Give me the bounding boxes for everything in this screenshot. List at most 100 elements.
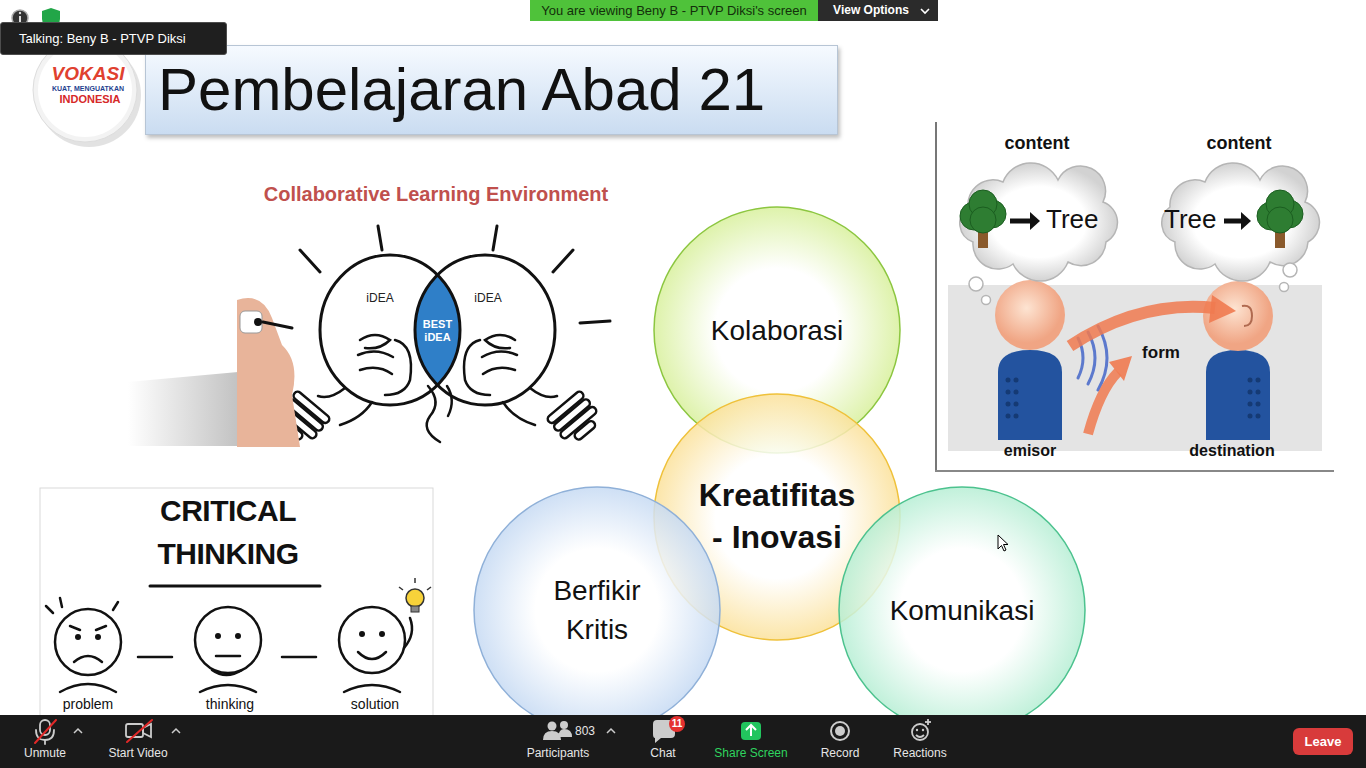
video-icon: [127, 720, 152, 742]
lightbulb-icon: [399, 578, 431, 590]
communication-illustration: [1248, 390, 1253, 395]
participants-icon: [560, 721, 568, 729]
skill-circle-outline: [839, 487, 1085, 715]
toolbar-icons: [916, 729, 918, 731]
thought-cloud: contentTree: [1150, 125, 1328, 309]
critical-thinking-illustration: [379, 631, 385, 637]
toolbar-label: Record: [821, 746, 860, 760]
critical-thinking-illustration: [75, 634, 81, 640]
toolbar-label: Share Screen: [714, 746, 787, 760]
critical-thinking-illustration: [358, 652, 386, 659]
critical-thinking-illustration: [70, 626, 106, 630]
idea-bulbs-illustration: [573, 420, 597, 442]
leave-button: Leave: [1293, 728, 1353, 755]
arrow-symbol: [1224, 212, 1251, 230]
communication-illustration: [935, 122, 1334, 472]
notification-badge-text: 11: [668, 719, 686, 729]
arrow-symbol: [1224, 219, 1243, 224]
cloud-text: content: [948, 133, 1126, 154]
logo-tagline: KUAT, MENGUATKAN: [52, 85, 124, 93]
critical-thinking-illustration: [200, 685, 256, 692]
communication-illustration: [1248, 378, 1261, 419]
idea-bulbs-illustration: [318, 335, 557, 442]
critical-thinking-illustration: [150, 585, 320, 588]
cloud-text: Tree: [1164, 205, 1217, 235]
toolbar-label: Start Video: [108, 746, 167, 760]
thought-cloud-outline: [1162, 163, 1320, 281]
communication-illustration: [1256, 402, 1261, 407]
view-options-button: View Options: [818, 0, 938, 21]
idea-bulbs-illustration: [464, 335, 517, 395]
share-screen-icon: [741, 722, 761, 740]
thought-cloud-outline: [960, 163, 1118, 281]
mouse-cursor: [998, 535, 1008, 551]
idea-bulbs-illustration: [128, 372, 238, 446]
reactions-icon: [925, 721, 931, 723]
communication-illustration: [935, 470, 1334, 472]
idea-bulbs-illustration: [263, 322, 292, 328]
idea-bulbs-illustration: [553, 250, 573, 272]
critical-thinking-illustration: [95, 634, 101, 640]
figure-label: emisor: [1004, 441, 1056, 460]
mouse-cursor: [997, 534, 1011, 554]
microphone-icon: [44, 740, 46, 744]
record-icon: [831, 722, 849, 740]
communication-illustration: [1256, 390, 1261, 395]
record-icon: [835, 726, 845, 736]
lightbulb-icon: [411, 606, 419, 612]
communication-illustration: [1006, 378, 1011, 383]
idea-bulbs-illustration: [300, 250, 320, 272]
step-label: solution: [351, 696, 399, 713]
microphone-icon: [35, 720, 56, 743]
idea-bulbs-illustration: [447, 386, 452, 416]
idea-bulbs-illustration: [254, 318, 262, 326]
step-label: thinking: [206, 696, 254, 713]
diagram-label: form: [1142, 343, 1180, 363]
critical-thinking-illustration: [40, 488, 433, 715]
communication-illustration: [1006, 378, 1019, 419]
step-label: problem: [63, 696, 114, 713]
lightbulb-icon: [399, 578, 431, 612]
critical-thinking-illustration: [339, 607, 405, 673]
communication-illustration: [1006, 402, 1011, 407]
critical-thinking-illustration: [138, 656, 172, 659]
logo-badge: [38, 43, 132, 137]
toolbar-label: Participants: [527, 746, 590, 760]
shared-slide: Pembelajaran Abad 21KolaborasiKreatifita…: [0, 0, 1366, 715]
critical-thinking-illustration: [195, 607, 261, 673]
idea-bulbs-illustration: [493, 226, 497, 250]
lightbulb-icon: [427, 587, 431, 590]
toolbar-label: Reactions: [893, 746, 946, 760]
skill-circle-text: Kolaborasi: [667, 313, 887, 348]
thought-cloud: contentTree: [948, 125, 1126, 309]
share-screen-icon: [741, 722, 761, 740]
communication-illustration: [995, 280, 1065, 350]
communication-illustration: [1209, 295, 1236, 323]
communication-illustration: [1256, 414, 1261, 419]
section-heading: Collaborative Learning Environment: [264, 182, 609, 206]
skill-circle-text: Kreatifitas - Inovasi: [694, 475, 860, 558]
critical-thinking-illustration: [55, 609, 121, 675]
critical-thinking-illustration: [212, 670, 242, 675]
communication-illustration: [935, 122, 937, 472]
idea-bulbs-illustration: [546, 390, 604, 447]
cloud-text: Tree: [1046, 205, 1099, 235]
critical-thinking-illustration: [215, 633, 221, 639]
record-icon: [831, 722, 849, 740]
logo-wordmark: VOKASI: [52, 63, 125, 86]
view-options-button-text: View Options: [833, 3, 909, 17]
communication-illustration: [998, 350, 1062, 440]
critical-thinking-illustration: [404, 618, 412, 648]
thought-cloud-outline: [1280, 283, 1289, 292]
communication-illustration: [1088, 372, 1118, 434]
dropdown-caret: [921, 9, 929, 13]
communication-illustration: [1248, 414, 1253, 419]
bulb-label: iDEA: [366, 291, 393, 305]
communication-illustration: [1256, 378, 1261, 383]
meeting-toolbar: Leave11UnmuteStart Video803ParticipantsC…: [0, 715, 1366, 768]
skill-circle-outline: [474, 487, 720, 715]
communication-illustration: [1006, 390, 1011, 395]
figure-label: destination: [1189, 441, 1274, 460]
skill-circle: Komunikasi: [838, 486, 1086, 715]
